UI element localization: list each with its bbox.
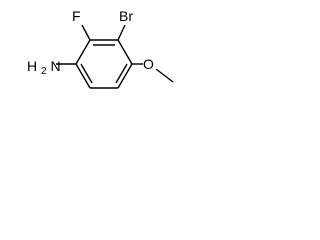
double-bond-inner-c5-c6	[80, 63, 93, 84]
double-bond-inner-c3-c4	[115, 63, 128, 84]
ring-bond-c5-c6	[75, 63, 91, 89]
ring-bond-c6-c1	[75, 39, 91, 65]
molecule-structure: F Br O H 2 N	[27, 8, 174, 89]
bond-o-methyl	[155, 68, 174, 83]
amine-suffix: N	[50, 58, 60, 74]
oxygen-label: O	[143, 56, 154, 72]
ring-bond-c3-c4	[117, 63, 133, 89]
amine-prefix: H	[27, 58, 37, 74]
fluorine-label: F	[72, 8, 81, 24]
bond-c1-f	[81, 24, 91, 41]
structure-canvas: F Br O H 2 N	[0, 0, 206, 115]
amine-subscript: 2	[41, 66, 47, 77]
ring-bond-c2-c3	[117, 39, 133, 65]
bromine-label: Br	[119, 8, 133, 24]
bond-c2-br	[117, 24, 126, 41]
amine-label: H 2 N	[27, 58, 61, 77]
